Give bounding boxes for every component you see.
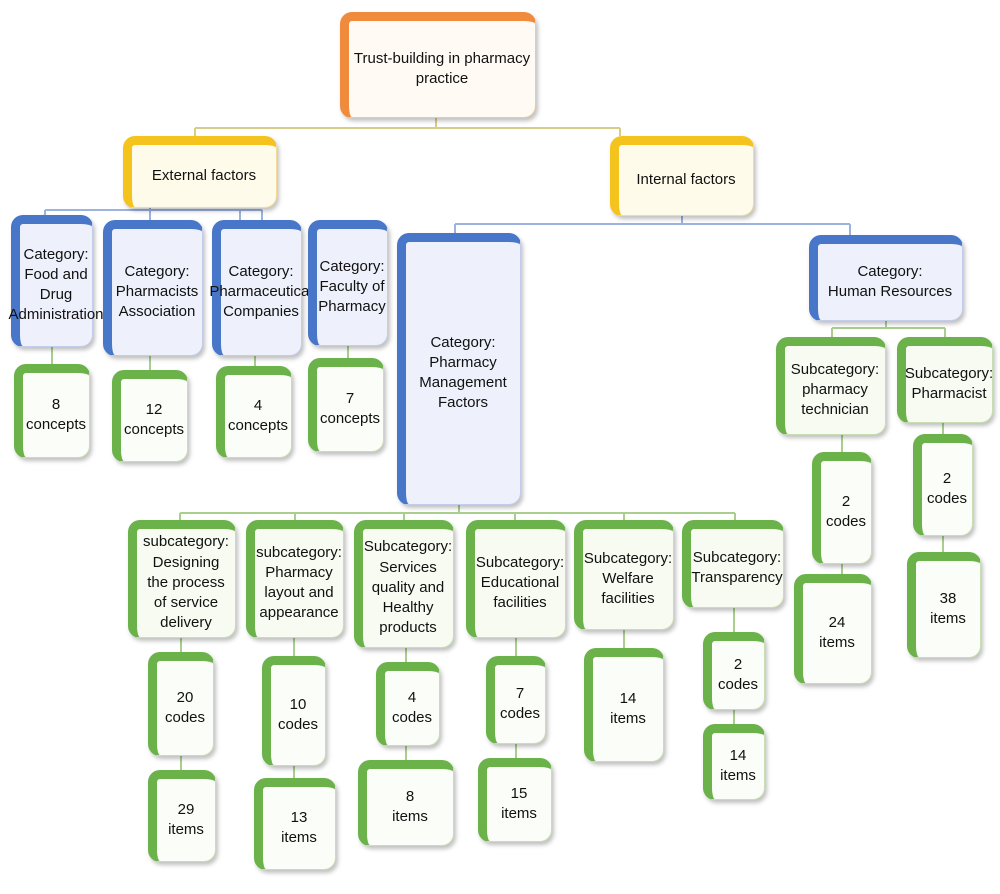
internal-factors-label: Internal factors [636, 170, 736, 188]
subcategory-label: Subcategory: Pharmacist [904, 364, 994, 402]
subcategory-pharmacy-layout: subcategory: Pharmacy layout and appeara… [246, 520, 344, 638]
subcategory-label: Subcategory: Services quality and Health… [363, 538, 453, 637]
items-educational-facilities: 15 items [478, 758, 552, 842]
count-label: 12 concepts [123, 400, 185, 438]
subcategory-designing-service-delivery: subcategory: Designing the process of se… [128, 520, 236, 638]
subcategory-label: Subcategory: Educational facilities [475, 553, 565, 612]
category-pharmacy-management-factors: Category: Pharmacy Management Factors [397, 233, 521, 505]
subcategory-label: Subcategory: Welfare facilities [583, 549, 673, 608]
items-transparency: 14 items [703, 724, 765, 800]
category-label: Category: Food and Drug Administration [8, 245, 104, 324]
codes-label: 4 codes [391, 688, 433, 726]
codes-label: 2 codes [926, 469, 968, 507]
codes-label: 10 codes [277, 695, 319, 733]
codes-designing-service-delivery: 20 codes [148, 652, 214, 756]
items-welfare-facilities: 14 items [584, 648, 664, 762]
category-label: Category: Faculty of Pharmacy [318, 257, 386, 316]
category-label: Category: Human Resources [827, 262, 953, 300]
items-label: 14 items [610, 689, 646, 727]
codes-pharmacist: 2 codes [913, 434, 973, 536]
subcategory-label: Subcategory: Transparency [691, 548, 783, 586]
subcategory-label: Subcategory: pharmacy technician [790, 360, 880, 419]
items-label: 38 items [930, 589, 966, 627]
category-human-resources: Category: Human Resources [809, 235, 963, 321]
category-pharmacists-association: Category: Pharmacists Association [103, 220, 203, 356]
subcategory-welfare-facilities: Subcategory: Welfare facilities [574, 520, 674, 630]
internal-factors-node: Internal factors [610, 136, 754, 216]
count-label: 7 concepts [319, 389, 381, 427]
items-label: 29 items [168, 800, 204, 838]
subcategory-educational-facilities: Subcategory: Educational facilities [466, 520, 566, 638]
root-node: Trust-building in pharmacy practice [340, 12, 536, 118]
codes-label: 7 codes [499, 684, 541, 722]
external-factors-node: External factors [123, 136, 277, 208]
subcategory-services-quality: Subcategory: Services quality and Health… [354, 520, 454, 648]
codes-educational-facilities: 7 codes [486, 656, 546, 744]
external-factors-label: External factors [151, 166, 257, 184]
items-pharmacist: 38 items [907, 552, 981, 658]
category-label: Category: Pharmacists Association [115, 262, 199, 321]
codes-label: 20 codes [164, 688, 206, 726]
subcategory-transparency: Subcategory: Transparency [682, 520, 784, 608]
subcategory-label: subcategory: Pharmacy layout and appeara… [256, 543, 342, 622]
category-label: Category: Pharmaceutical Companies [209, 262, 313, 321]
items-label: 24 items [819, 613, 855, 651]
codes-pharmacy-technician: 2 codes [812, 452, 872, 564]
codes-label: 2 codes [825, 492, 867, 530]
category-faculty-of-pharmacy: Category: Faculty of Pharmacy [308, 220, 388, 346]
codes-label: 2 codes [717, 655, 759, 693]
items-pharmacy-technician: 24 items [794, 574, 872, 684]
subcategory-label: subcategory: Designing the process of se… [143, 533, 229, 632]
concepts-count-pharmacists-association: 12 concepts [112, 370, 188, 462]
codes-services-quality: 4 codes [376, 662, 440, 746]
count-label: 4 concepts [227, 396, 289, 434]
items-designing-service-delivery: 29 items [148, 770, 216, 862]
concepts-count-faculty-of-pharmacy: 7 concepts [308, 358, 384, 452]
items-services-quality: 8 items [358, 760, 454, 846]
category-food-drug-administration: Category: Food and Drug Administration [8, 215, 104, 347]
items-label: 14 items [720, 746, 756, 784]
codes-transparency: 2 codes [703, 632, 765, 710]
codes-pharmacy-layout: 10 codes [262, 656, 326, 766]
concepts-count-fda: 8 concepts [14, 364, 90, 458]
category-pharmaceutical-companies: Category: Pharmaceutical Companies [209, 220, 313, 356]
count-label: 8 concepts [25, 395, 87, 433]
subcategory-pharmacy-technician: Subcategory: pharmacy technician [776, 337, 886, 435]
items-pharmacy-layout: 13 items [254, 778, 336, 870]
subcategory-pharmacist: Subcategory: Pharmacist [897, 337, 993, 423]
items-label: 13 items [281, 808, 317, 846]
root-label: Trust-building in pharmacy practice [353, 49, 531, 87]
category-label: Category: Pharmacy Management Factors [419, 333, 507, 412]
concepts-count-pharmaceutical-companies: 4 concepts [216, 366, 292, 458]
items-label: 8 items [392, 787, 428, 825]
items-label: 15 items [501, 784, 537, 822]
